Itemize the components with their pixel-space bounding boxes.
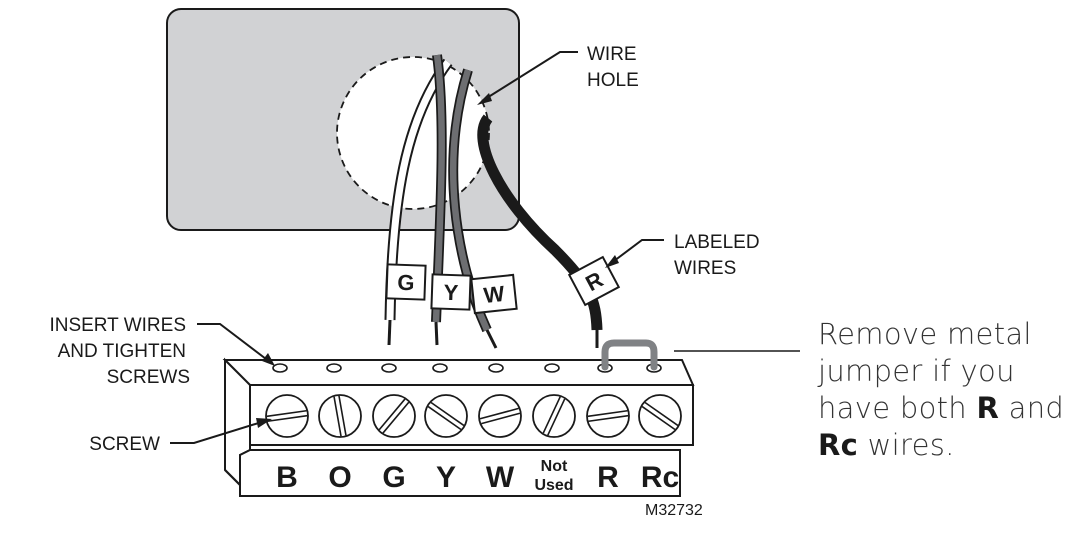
note-line-2: jumper if you xyxy=(818,354,1015,388)
terminal-label: Y xyxy=(436,461,456,494)
terminal-label: Used xyxy=(534,477,573,494)
terminal-block xyxy=(222,357,695,497)
labeled-wires-label-1: LABELED xyxy=(674,232,760,253)
wire-hole-terminal-4 xyxy=(488,363,504,373)
screw-icon xyxy=(638,394,682,438)
wire-hole-terminal-0 xyxy=(272,363,288,373)
wire-tag-r: R xyxy=(567,255,621,307)
note-line-4: Rc wires. xyxy=(818,427,1073,464)
screw-icon xyxy=(478,394,522,438)
callout-screw: SCREW xyxy=(89,418,272,455)
note-text: wires. xyxy=(858,428,955,462)
wire-hole-terminal-2 xyxy=(381,363,397,373)
screw-icon xyxy=(424,394,468,438)
wire-tag-y: Y xyxy=(430,273,472,311)
screw-icon xyxy=(372,394,416,438)
callout-insert-wires: INSERT WIRES AND TIGHTEN SCREWS xyxy=(49,315,275,388)
insert-wires-label-2: AND TIGHTEN xyxy=(58,341,186,362)
terminal-label: W xyxy=(486,461,515,494)
screw-label: SCREW xyxy=(89,434,160,455)
figure-code: M32732 xyxy=(645,502,703,519)
labeled-wires-label-2: WIRES xyxy=(674,258,736,279)
screw-icon xyxy=(586,394,630,438)
wire-tag-label: W xyxy=(482,281,505,308)
wire-tag-g: G xyxy=(385,263,427,301)
wire-hole-terminal-1 xyxy=(326,363,342,373)
wire-hole-label-1: WIRE xyxy=(587,44,637,65)
callout-labeled-wires: LABELED WIRES xyxy=(605,232,760,279)
terminal-label: B xyxy=(276,461,298,494)
note-line-3: have both R and xyxy=(818,390,1073,427)
terminal-label: G xyxy=(382,461,405,494)
wire-tag-label: Y xyxy=(443,280,459,306)
insert-wires-label-1: INSERT WIRES xyxy=(49,315,186,336)
note-text: and xyxy=(999,391,1065,425)
note-bold-r: R xyxy=(976,391,1000,425)
note-line-1: Remove metal xyxy=(818,317,1032,351)
note-text: have both xyxy=(818,391,977,425)
metal-jumper xyxy=(601,339,658,371)
terminal-label: Rc xyxy=(641,461,679,494)
callout-wire-hole: WIRE HOLE xyxy=(477,44,639,105)
screw-icon xyxy=(532,394,576,438)
screw-icon xyxy=(318,394,362,438)
terminal-label: O xyxy=(328,461,351,494)
terminal-label: Not xyxy=(541,458,568,475)
wire-hole-terminal-3 xyxy=(432,363,448,373)
wire-hole-terminal-5 xyxy=(544,363,560,373)
note-bold-rc: Rc xyxy=(818,428,859,462)
screw-icon xyxy=(265,394,309,438)
wire-hole-label-2: HOLE xyxy=(587,70,639,91)
terminal-label: R xyxy=(597,461,619,494)
wire-tag-w: W xyxy=(470,273,518,315)
jumper-note: Remove metal jumper if you have both R a… xyxy=(818,316,1073,464)
wire-tag-label: G xyxy=(397,270,415,296)
insert-wires-label-3: SCREWS xyxy=(107,367,190,388)
